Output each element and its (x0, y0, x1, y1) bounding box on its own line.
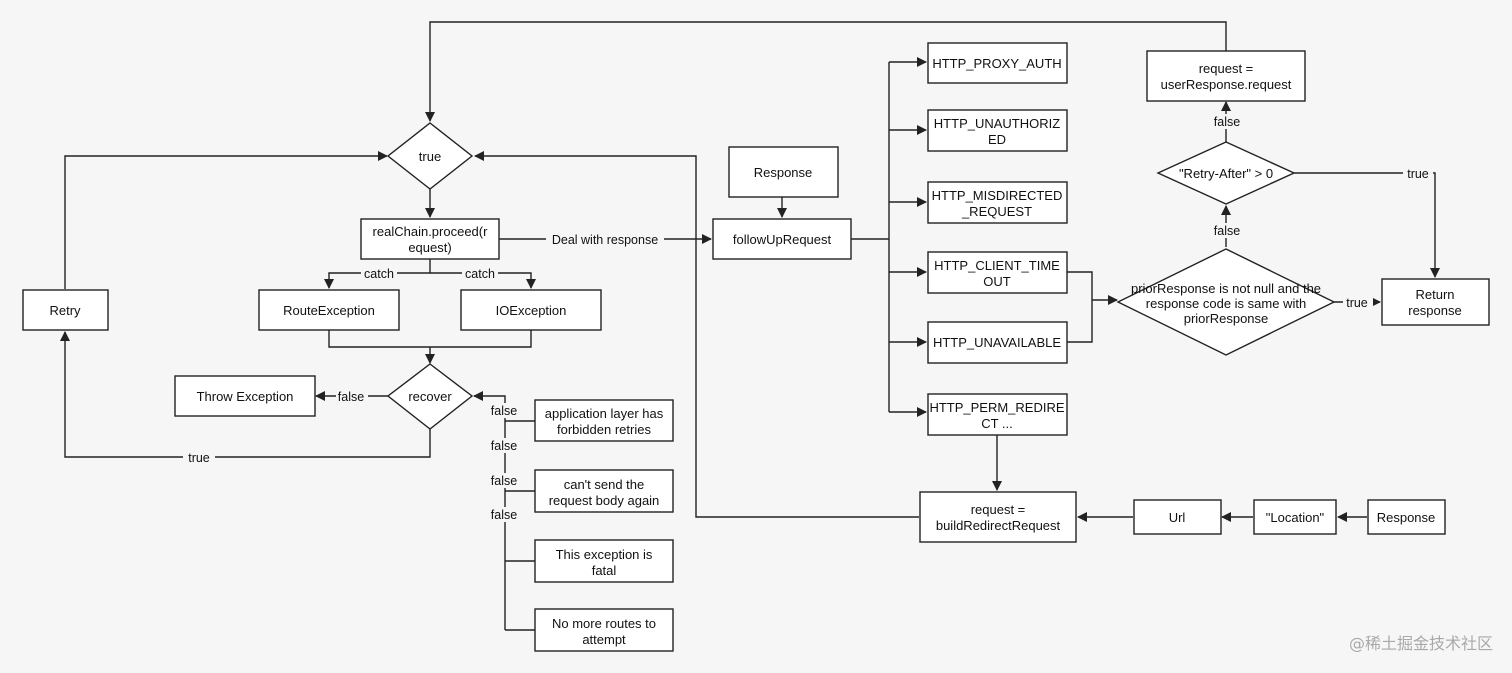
unauthorized-node: HTTP_UNAUTHORIZ ED (927, 109, 1068, 152)
follow-up-node: followUpRequest (712, 218, 852, 260)
misdirected-line-1: HTTP_MISDIRECTED (932, 188, 1063, 203)
perm-redirect-node: HTTP_PERM_REDIRE CT ... (927, 393, 1068, 436)
throw-exception-label: Throw Exception (197, 389, 294, 404)
return-response-line-2: response (1408, 303, 1461, 318)
user-response-line-2: userResponse.request (1161, 77, 1292, 92)
proxy-auth-label: HTTP_PROXY_AUTH (932, 56, 1061, 71)
build-redirect-line-2: buildRedirectRequest (936, 518, 1061, 533)
prior-response-line-1: priorResponse is not null and the (1131, 281, 1321, 296)
response-bottom-node: Response (1367, 499, 1446, 535)
retry-after-decision: "Retry-After" > 0 (1156, 141, 1296, 205)
proceed-node: realChain.proceed(r equest) (360, 218, 500, 260)
unauthorized-line-2: ED (988, 132, 1006, 147)
edge-retry-to-true (64, 151, 388, 289)
watermark: @稀土掘金技术社区 (1349, 634, 1493, 653)
unauthorized-line-1: HTTP_UNAUTHORIZ (934, 116, 1060, 131)
return-response-node: Return response (1381, 278, 1490, 326)
label-cond-false-3: false (491, 474, 517, 488)
true-decision-label: true (419, 149, 441, 164)
client-timeout-line-1: HTTP_CLIENT_TIME (934, 258, 1060, 273)
edge-redirect-to-true (474, 151, 919, 518)
cant-send-line-2: request body again (549, 493, 660, 508)
cant-send-line-1: can't send the (564, 477, 645, 492)
build-redirect-node: request = buildRedirectRequest (919, 491, 1077, 543)
label-cond-false-4: false (491, 508, 517, 522)
edge-timeout-unavailable-to-prior (1067, 271, 1117, 343)
edge-retry-after-to-return (1294, 172, 1440, 278)
retry-after-label: "Retry-After" > 0 (1179, 166, 1273, 181)
location-node: "Location" (1253, 499, 1337, 535)
prior-response-line-3: priorResponse (1184, 311, 1269, 326)
response-bottom-label: Response (1377, 510, 1436, 525)
edge-followup-branches (851, 62, 890, 412)
io-exception-node: IOException (460, 289, 602, 331)
app-layer-line-1: application layer has (545, 406, 664, 421)
edge-recover-to-retry (60, 331, 431, 458)
edge-useresponse-to-true (425, 21, 1227, 122)
follow-up-label: followUpRequest (733, 232, 832, 247)
label-deal-with-response: Deal with response (552, 233, 658, 247)
label-catch-io: catch (465, 267, 495, 281)
fatal-node: This exception is fatal (534, 539, 674, 583)
response-top-node: Response (728, 146, 839, 198)
app-layer-node: application layer has forbidden retries (534, 399, 674, 442)
prior-response-line-2: response code is same with (1146, 296, 1306, 311)
fatal-line-1: This exception is (556, 547, 653, 562)
label-retry-after-false: false (1214, 115, 1240, 129)
perm-redirect-line-1: HTTP_PERM_REDIRE (929, 400, 1064, 415)
no-routes-line-1: No more routes to (552, 616, 656, 631)
misdirected-line-2: _REQUEST (961, 204, 1032, 219)
label-recover-false: false (338, 390, 364, 404)
app-layer-line-2: forbidden retries (557, 422, 651, 437)
throw-exception-node: Throw Exception (174, 375, 316, 417)
proxy-auth-node: HTTP_PROXY_AUTH (927, 42, 1068, 84)
return-response-line-1: Return (1415, 287, 1454, 302)
label-cond-false-2: false (491, 439, 517, 453)
unavailable-node: HTTP_UNAVAILABLE (927, 321, 1068, 364)
build-redirect-line-1: request = (971, 502, 1026, 517)
label-catch-route: catch (364, 267, 394, 281)
client-timeout-line-2: OUT (983, 274, 1011, 289)
retry-label: Retry (49, 303, 81, 318)
edge-conditions-to-recover (474, 396, 535, 631)
true-decision: true (386, 122, 474, 190)
response-top-label: Response (754, 165, 813, 180)
edge-exceptions-to-recover (328, 330, 532, 363)
proceed-line-2: equest) (408, 240, 451, 255)
fatal-line-2: fatal (592, 563, 617, 578)
misdirected-node: HTTP_MISDIRECTED _REQUEST (927, 181, 1068, 224)
prior-response-decision: priorResponse is not null and the respon… (1116, 248, 1336, 356)
label-retry-after-true: true (1407, 167, 1429, 181)
recover-label: recover (408, 389, 452, 404)
label-cond-false-1: false (491, 404, 517, 418)
url-label: Url (1169, 510, 1186, 525)
location-label: "Location" (1266, 510, 1325, 525)
user-response-node: request = userResponse.request (1146, 50, 1306, 102)
url-node: Url (1133, 499, 1222, 535)
user-response-line-1: request = (1199, 61, 1254, 76)
perm-redirect-line-2: CT ... (981, 416, 1013, 431)
retry-node: Retry (22, 289, 109, 331)
no-routes-line-2: attempt (582, 632, 626, 647)
client-timeout-node: HTTP_CLIENT_TIME OUT (927, 251, 1068, 294)
io-exception-label: IOException (496, 303, 567, 318)
label-recover-true: true (188, 451, 210, 465)
label-prior-true: true (1346, 296, 1368, 310)
cant-send-node: can't send the request body again (534, 469, 674, 513)
recover-decision: recover (386, 363, 474, 430)
edge-labels: Deal with response catch catch false tru… (183, 114, 1433, 522)
route-exception-node: RouteException (258, 289, 400, 331)
label-prior-false: false (1214, 224, 1240, 238)
unavailable-label: HTTP_UNAVAILABLE (933, 335, 1061, 350)
route-exception-label: RouteException (283, 303, 375, 318)
proceed-line-1: realChain.proceed(r (373, 224, 489, 239)
nodes: true realChain.proceed(r equest) RouteEx… (22, 42, 1490, 652)
no-routes-node: No more routes to attempt (534, 608, 674, 652)
